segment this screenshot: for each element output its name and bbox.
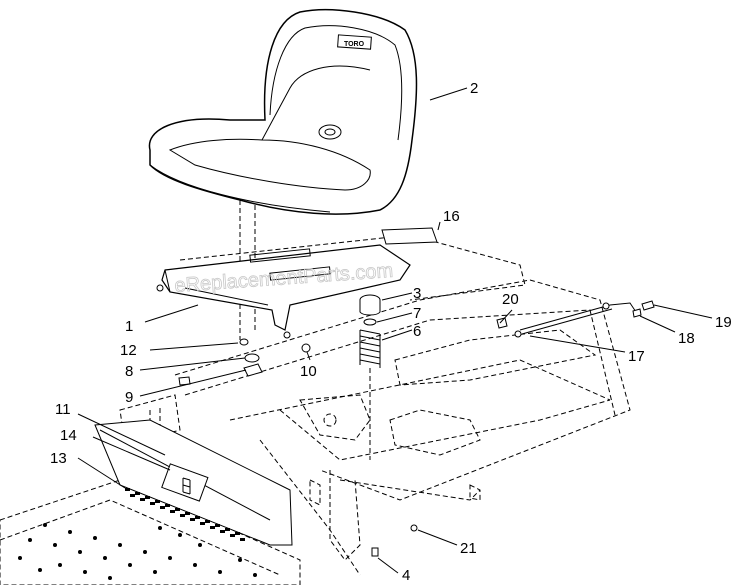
callout-9: 9 — [125, 389, 133, 406]
callout-4: 4 — [402, 567, 410, 584]
callout-8: 8 — [125, 363, 133, 380]
frame-assembly — [0, 234, 631, 585]
callout-20: 20 — [502, 291, 519, 308]
bumper-part — [359, 294, 381, 316]
seat-part: TORO — [148, 9, 418, 340]
callout-16: 16 — [443, 208, 460, 225]
callout-11: 11 — [55, 401, 71, 418]
linkage-rod — [496, 300, 655, 338]
callout-19: 19 — [715, 314, 732, 331]
callout-21: 21 — [460, 540, 477, 557]
callout-10: 10 — [300, 363, 317, 380]
decal-part — [381, 227, 438, 245]
callout-13: 13 — [50, 450, 67, 467]
callout-12: 12 — [120, 342, 137, 359]
callout-17: 17 — [628, 348, 645, 365]
fastener-group — [178, 338, 418, 557]
spring-part — [359, 318, 381, 460]
callout-2: 2 — [470, 80, 478, 97]
callout-18: 18 — [678, 330, 695, 347]
seat-mount-plate — [156, 244, 411, 339]
callout-7: 7 — [413, 305, 421, 322]
callout-labels: 2 16 20 3 7 6 19 18 17 1 12 8 10 9 11 14… — [50, 80, 732, 584]
floor-pan-holes — [18, 523, 257, 580]
callout-3: 3 — [413, 285, 421, 302]
callout-6: 6 — [413, 323, 421, 340]
control-panel-part — [94, 419, 293, 546]
seat-logo: TORO — [344, 41, 365, 48]
leader-lines — [77, 87, 713, 574]
callout-1: 1 — [125, 318, 133, 335]
callout-14: 14 — [60, 427, 77, 444]
panel-dot-row — [125, 488, 245, 541]
